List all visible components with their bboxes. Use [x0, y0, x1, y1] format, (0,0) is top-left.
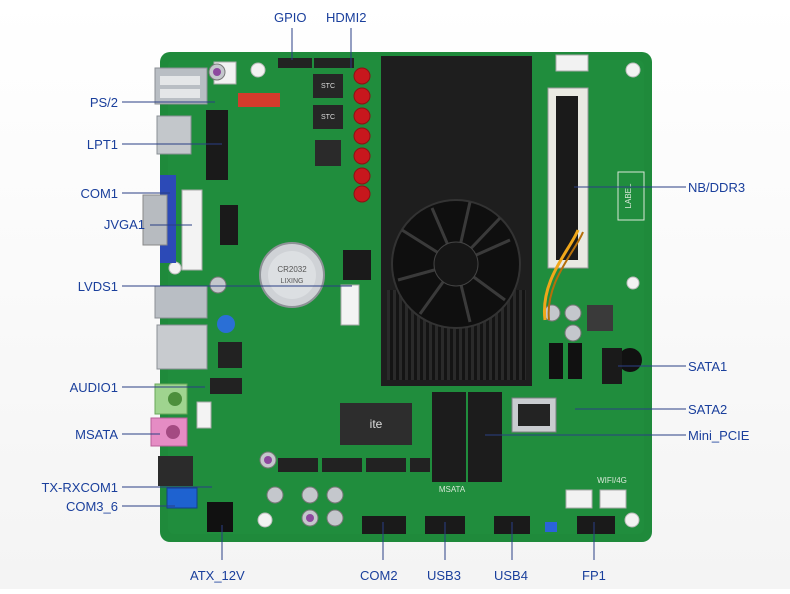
leader-lines — [122, 28, 686, 560]
msata-silk: MSATA — [439, 485, 466, 494]
mount-hole — [250, 62, 266, 78]
com3-terminal-block — [166, 487, 198, 509]
mount-hole — [625, 62, 641, 78]
chip — [315, 140, 341, 166]
label-jvga1: JVGA1 — [103, 217, 145, 232]
hdmi2-header — [314, 58, 354, 68]
fan-cable — [542, 229, 580, 321]
label-usb4: USB4 — [494, 568, 528, 583]
pin-header — [343, 250, 371, 280]
label-atx-12v: ATX_12V — [190, 568, 245, 583]
jvga1-header — [181, 189, 203, 271]
pin-header — [220, 205, 238, 245]
mount-hole — [257, 512, 273, 528]
sim-socket-inner — [518, 404, 550, 426]
mount-hole — [626, 276, 640, 290]
pin-header — [206, 110, 228, 180]
label-ps2: PS/2 — [89, 95, 118, 110]
ite-chip — [340, 403, 412, 445]
ite-chip-label: ite — [370, 417, 383, 431]
battery-label: CR2032 — [277, 265, 307, 274]
wifi-silk: WIFI/4G — [597, 476, 627, 485]
label-sata2: SATA2 — [688, 402, 728, 417]
usb-port-lower — [154, 285, 208, 319]
chip — [218, 342, 242, 368]
audio-jack-hole — [168, 392, 182, 406]
lpt1-port — [156, 115, 192, 155]
sata1-connector — [549, 343, 563, 379]
lan-port — [156, 324, 208, 370]
ps2-usb-port — [154, 67, 208, 105]
sata2-connector — [568, 343, 582, 379]
blue-jumper — [545, 522, 557, 532]
mount-hole — [168, 261, 182, 275]
stc-chip — [313, 105, 343, 129]
lvds1-connector — [340, 284, 360, 326]
label-mini-pcie: Mini_PCIE — [688, 428, 750, 443]
label-msata: MSATA — [75, 427, 118, 442]
label-com1: COM1 — [80, 186, 118, 201]
label-lvds1: LVDS1 — [77, 279, 118, 294]
pin-header — [602, 348, 622, 384]
label-hdmi2: HDMI2 — [326, 10, 367, 25]
label-nb-ddr3: NB/DDR3 — [688, 180, 746, 195]
label-com2: COM2 — [360, 568, 398, 583]
label-com3-6: COM3_6 — [65, 499, 118, 514]
cmos-battery-face — [268, 251, 316, 299]
label-sata1: SATA1 — [688, 359, 728, 374]
inductor — [587, 305, 613, 331]
stc-chip-label: STC — [321, 83, 335, 90]
stc-chip-label: STC — [321, 114, 335, 121]
audio-jack-hole — [166, 425, 180, 439]
fan-hub — [433, 241, 479, 287]
label-box — [617, 171, 645, 221]
gpio-header — [278, 58, 312, 68]
label-usb3: USB3 — [427, 568, 461, 583]
blue-capacitor — [217, 315, 235, 333]
white-connector — [599, 489, 627, 509]
white-connector — [555, 54, 589, 72]
dc-jack — [158, 456, 193, 486]
label-tx-rxcom1: TX-RXCOM1 — [41, 480, 118, 495]
label-audio1: AUDIO1 — [69, 380, 118, 395]
label-gpio: GPIO — [274, 10, 307, 25]
atx12v-connector — [207, 502, 233, 532]
mount-hole — [624, 512, 640, 528]
battery-brand: LIXING — [281, 278, 304, 285]
ps2-usb-port-slot — [160, 76, 200, 85]
label-box-text: LABEL — [624, 183, 633, 208]
com2-header — [362, 516, 406, 534]
chip — [210, 378, 242, 394]
label-fp1: FP1 — [582, 568, 606, 583]
mini-pcie-slot — [468, 392, 502, 482]
memory-chips — [278, 458, 430, 472]
fp1-header — [577, 516, 615, 534]
red-header — [238, 93, 280, 107]
white-connector — [565, 489, 593, 509]
ddr3-slot-inner — [556, 96, 578, 260]
label-lpt1: LPT1 — [86, 137, 118, 152]
stc-chip — [313, 74, 343, 98]
vga-port-shell — [142, 194, 168, 246]
capacitor-top — [213, 68, 314, 522]
msata-slot — [432, 392, 466, 482]
audio-connector — [196, 401, 212, 429]
audio-jack-pink — [150, 417, 188, 447]
capacitor-column — [353, 67, 371, 203]
ps2-usb-port-slot — [160, 89, 200, 98]
fan-cable — [547, 231, 584, 321]
